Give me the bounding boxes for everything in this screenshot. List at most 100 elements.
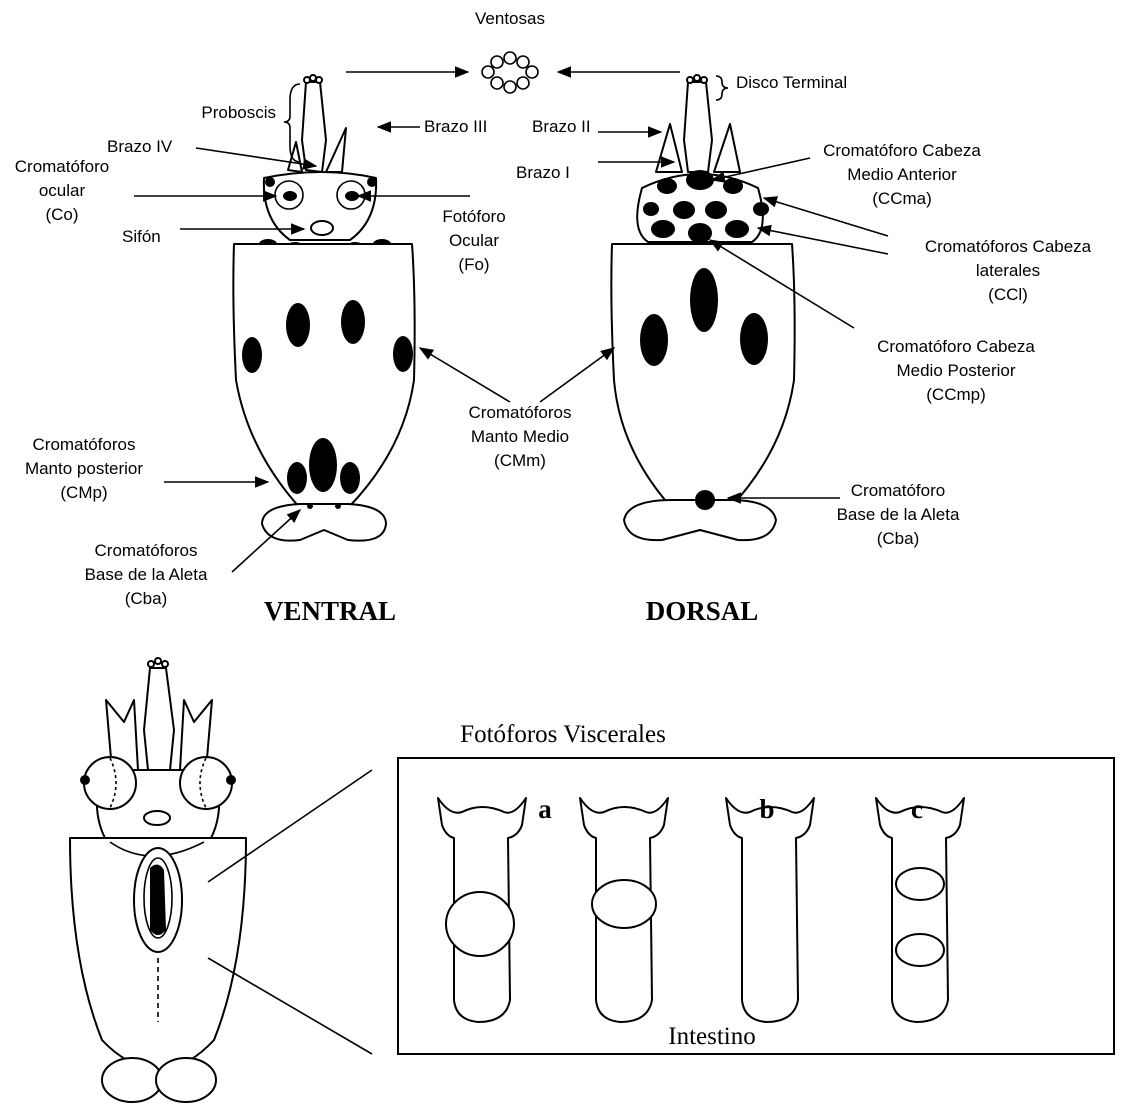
- label-cbav-2: Base de la Aleta: [85, 565, 208, 584]
- dorsal-proboscis: [684, 82, 712, 172]
- dorsal-head-spot: [705, 201, 727, 219]
- opened-left-fin: [102, 1058, 162, 1102]
- ventral-posterior-spot: [287, 462, 307, 494]
- label-cmm-2: Manto Medio: [471, 427, 569, 446]
- photophore: [896, 868, 944, 900]
- panel-letter-c: c: [911, 794, 923, 824]
- dorsal-mantle-spot: [640, 314, 668, 366]
- label-fo-3: (Fo): [458, 255, 489, 274]
- label-fo-2: Ocular: [449, 231, 499, 250]
- label-cbad-3: (Cba): [877, 529, 920, 548]
- label-cbav-1: Cromatóforos: [95, 541, 198, 560]
- label-ccl-1: Cromatóforos Cabeza: [925, 237, 1092, 256]
- label-cbad-2: Base de la Aleta: [837, 505, 960, 524]
- label-cmp-1: Cromatóforos: [33, 435, 136, 454]
- label-ccmp-2: Medio Posterior: [896, 361, 1015, 380]
- opened-siphon: [144, 811, 170, 825]
- heading-dorsal: DORSAL: [646, 596, 759, 626]
- photophore: [592, 880, 656, 928]
- visceral-photophores-panel: Fotóforos Viscerales a b c Intestino: [398, 721, 1114, 1054]
- label-proboscis: Proboscis: [201, 103, 276, 122]
- ventral-fin-base-spot: [307, 503, 313, 509]
- panel-letter-b: b: [759, 794, 774, 824]
- label-ccl-3: (CCl): [988, 285, 1028, 304]
- label-brazo-ii: Brazo II: [532, 117, 591, 136]
- label-ventosas: Ventosas: [475, 9, 545, 28]
- dorsal-mantle-spot: [690, 268, 718, 332]
- diagram-labels: Ventosas Disco Terminal Proboscis Brazo …: [15, 9, 1092, 626]
- visceral-outline-2: [580, 798, 668, 1022]
- label-sifon: Sifón: [122, 227, 161, 246]
- opened-right-fin: [156, 1058, 216, 1102]
- ventral-ocular-chromatophore: [367, 177, 377, 187]
- label-ccma-2: Medio Anterior: [847, 165, 957, 184]
- dorsal-head-anterior-spot: [686, 170, 714, 190]
- ventral-ocular-chromatophore: [265, 177, 275, 187]
- photophore: [446, 892, 514, 956]
- label-ccl-2: laterales: [976, 261, 1040, 280]
- label-co-3: (Co): [45, 205, 78, 224]
- label-ccmp-1: Cromatóforo Cabeza: [877, 337, 1035, 356]
- ventral-eye-photophore: [283, 191, 297, 201]
- label-disco-terminal: Disco Terminal: [736, 73, 847, 92]
- dorsal-sucker: [701, 77, 707, 83]
- opened-viscera: [150, 864, 166, 935]
- dorsal-squid: [611, 75, 794, 540]
- ventral-posterior-spot: [309, 438, 337, 492]
- ventral-mantle-spot: [393, 336, 413, 372]
- label-cmp-2: Manto posterior: [25, 459, 143, 478]
- dorsal-head-spot: [673, 201, 695, 219]
- ventral-squid: [233, 75, 414, 541]
- dorsal-sucker: [694, 75, 700, 81]
- label-ccma-3: (CCma): [872, 189, 932, 208]
- dorsal-head-spot: [657, 178, 677, 194]
- panel-label-intestino: Intestino: [668, 1023, 756, 1050]
- visceral-outline-3: [726, 798, 814, 1022]
- label-cbav-3: (Cba): [125, 589, 168, 608]
- ventral-fin-base-spot: [335, 503, 341, 509]
- ventral-fins: [262, 504, 386, 541]
- ventral-mantle-spot: [242, 337, 262, 373]
- dorsal-sucker: [687, 77, 693, 83]
- panel-title: Fotóforos Viscerales: [460, 721, 666, 748]
- label-ccma-1: Cromatóforo Cabeza: [823, 141, 981, 160]
- ventral-arm-iii: [326, 128, 346, 172]
- label-ccmp-3: (CCmp): [926, 385, 986, 404]
- dorsal-head-posterior-spot: [688, 223, 712, 243]
- dorsal-head-spot: [725, 220, 749, 238]
- sucker-ring: [482, 52, 538, 93]
- visceral-outline-1: [438, 798, 526, 1022]
- label-fo-1: Fotóforo: [442, 207, 505, 226]
- label-cmm-3: (CMm): [494, 451, 546, 470]
- opened-squid: [70, 658, 372, 1102]
- dorsal-head-spot: [651, 220, 675, 238]
- dorsal-arm-ii-right: [714, 124, 740, 172]
- label-co-2: ocular: [39, 181, 86, 200]
- photophore: [896, 934, 944, 966]
- dorsal-head-lateral-spot: [643, 202, 659, 216]
- ventral-mantle-spot: [341, 300, 365, 344]
- ventral-siphon: [311, 221, 333, 235]
- dorsal-mantle-spot: [740, 313, 768, 365]
- label-brazo-iii: Brazo III: [424, 117, 487, 136]
- dorsal-head-lateral-spot: [753, 202, 769, 216]
- heading-ventral: VENTRAL: [264, 596, 396, 626]
- label-co-1: Cromatóforo: [15, 157, 109, 176]
- ventral-eye-photophore: [345, 191, 359, 201]
- label-brazo-i: Brazo I: [516, 163, 570, 182]
- ventral-sucker: [316, 77, 322, 83]
- visceral-outline-4: [876, 798, 964, 1022]
- dorsal-head-spot: [723, 178, 743, 194]
- dorsal-fin-base-spot: [695, 490, 715, 510]
- label-brazo-iv: Brazo IV: [107, 137, 173, 156]
- label-cmp-3: (CMp): [60, 483, 107, 502]
- ventral-proboscis: [302, 82, 326, 172]
- opened-right-eye: [180, 757, 232, 809]
- ventral-mantle-spot: [286, 303, 310, 347]
- label-cbad-1: Cromatóforo: [851, 481, 945, 500]
- label-cmm-1: Cromatóforos: [469, 403, 572, 422]
- panel-letter-a: a: [538, 794, 552, 824]
- ventral-posterior-spot: [340, 462, 360, 494]
